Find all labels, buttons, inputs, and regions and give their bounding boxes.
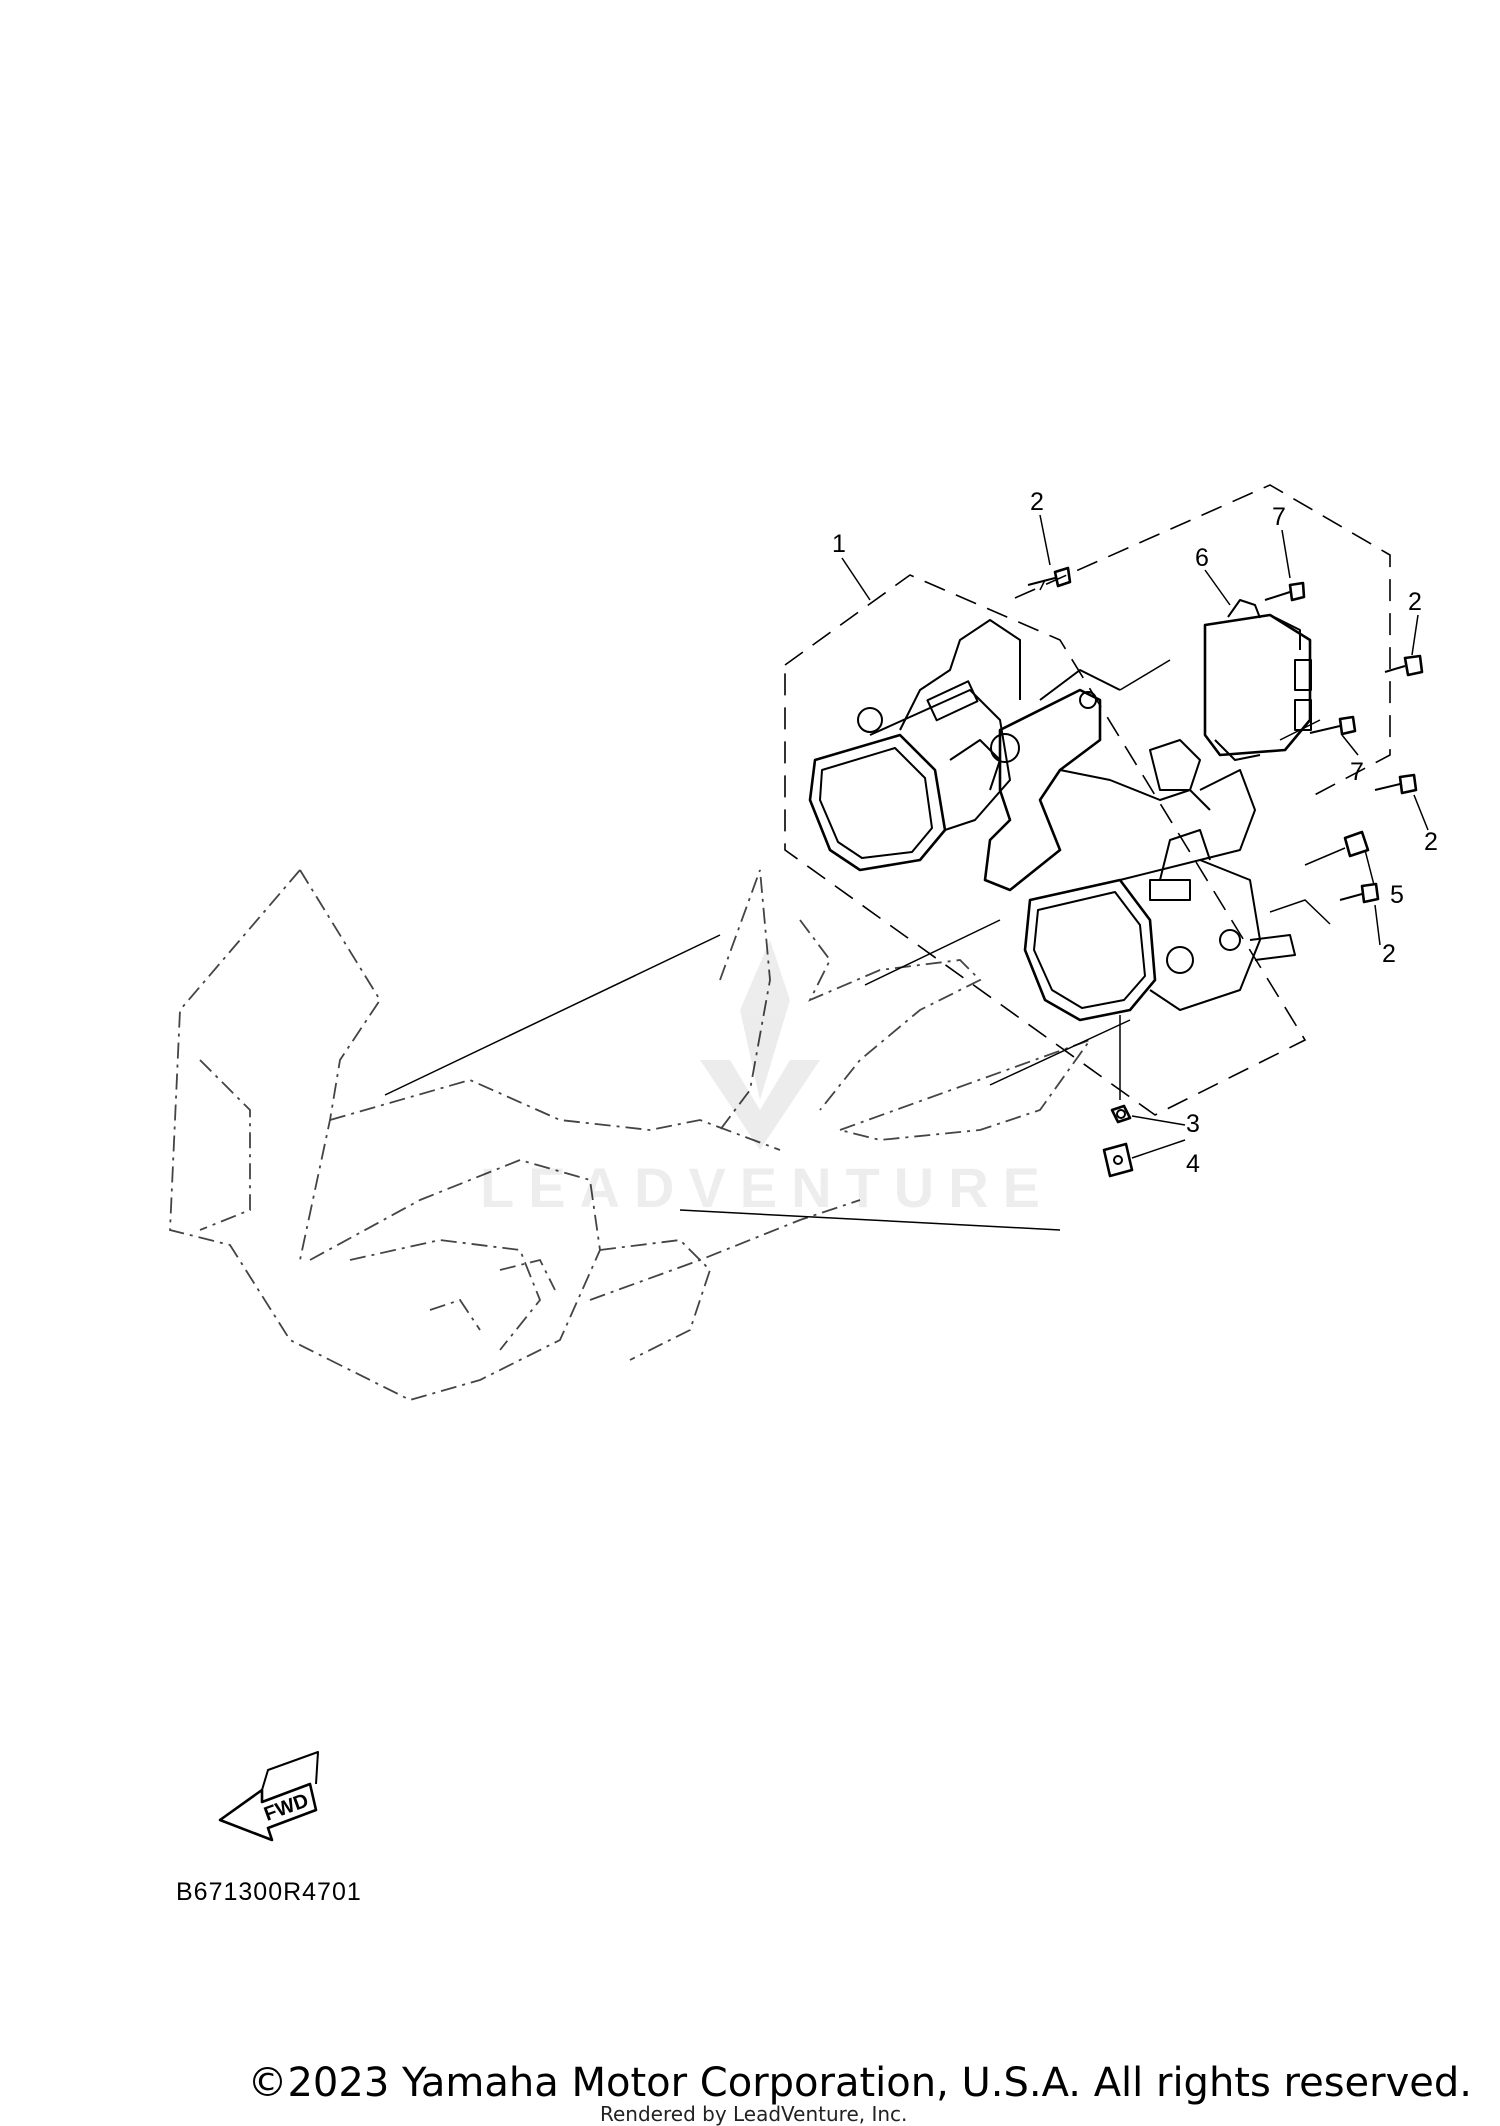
callout-numbers: 1 2 6 7 2 7 2 5 2 3 4	[832, 488, 1438, 1178]
watermark-emblem	[700, 940, 820, 1150]
watermark-text: LEADVENTURE	[480, 1156, 1055, 1219]
callout-6: 6	[1195, 544, 1209, 572]
hardware	[1027, 566, 1424, 1178]
screw-7-upper	[1264, 581, 1306, 602]
screw-2-upper-right	[1384, 654, 1424, 677]
callout-5: 5	[1390, 881, 1404, 909]
headlight-control-unit	[1203, 599, 1312, 761]
clip-4	[1102, 1142, 1134, 1178]
screw-2-right-mid	[1374, 773, 1418, 795]
fwd-arrow-icon: FWD	[218, 1751, 319, 1842]
callout-1: 1	[832, 530, 846, 558]
front-cowling-phantom	[169, 869, 1093, 1401]
callout-2-upper-right: 2	[1408, 588, 1422, 616]
diagram-id: B671300R4701	[176, 1878, 362, 1906]
screw-7-lower	[1309, 715, 1357, 736]
nut-3	[1110, 1015, 1132, 1124]
screw-top-left	[1027, 566, 1072, 591]
headlight-bracket	[983, 669, 1256, 892]
callout-7-lower: 7	[1350, 758, 1364, 786]
callout-4: 4	[1186, 1150, 1200, 1178]
right-headlight	[1023, 829, 1296, 1022]
assembly-outline	[784, 484, 1391, 1116]
rendered-by: Rendered by LeadVenture, Inc.	[600, 2102, 908, 2126]
callout-leaders	[841, 514, 1429, 1159]
callout-2-right-mid: 2	[1424, 828, 1438, 856]
callout-7-upper: 7	[1272, 503, 1286, 531]
guide-lines	[384, 659, 1321, 1231]
callout-2-lower-right: 2	[1382, 940, 1396, 968]
callout-3: 3	[1186, 1110, 1200, 1138]
clip-5	[1304, 830, 1370, 866]
left-headlight	[808, 619, 1021, 872]
screw-2-lower-right	[1269, 882, 1380, 925]
callout-2-top: 2	[1030, 488, 1044, 516]
copyright-footer: ©2023 Yamaha Motor Corporation, U.S.A. A…	[247, 2060, 1472, 2106]
